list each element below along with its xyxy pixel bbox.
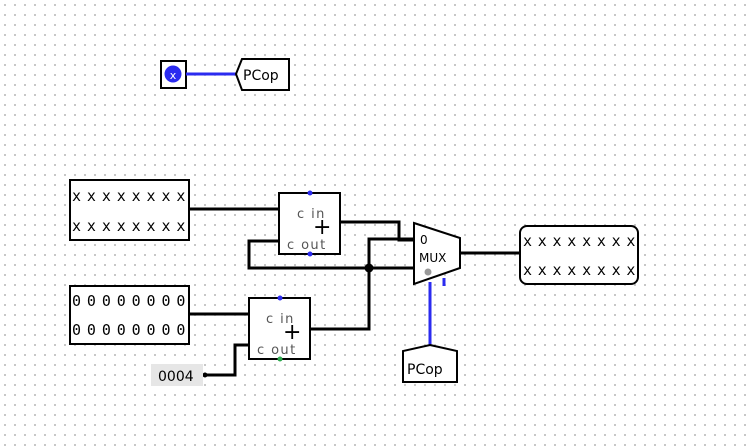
tunnel-pcop-top[interactable]: PCop bbox=[234, 58, 290, 91]
adder-top-cout-port[interactable] bbox=[307, 251, 313, 257]
mux-input0-label: 0 bbox=[420, 233, 428, 247]
multiplexer[interactable]: 0 MUX bbox=[413, 221, 461, 286]
wire-junction bbox=[364, 263, 374, 273]
adder-bottom-cin: c in bbox=[266, 312, 295, 327]
wires bbox=[189, 207, 520, 377]
adder-bottom-cout: c out bbox=[257, 343, 297, 358]
tunnel-bottom-label: PCop bbox=[407, 362, 443, 378]
register-zero[interactable]: 00000000 00000000 bbox=[69, 285, 190, 345]
pin-value: x bbox=[170, 69, 177, 82]
adder-top-cin-port[interactable] bbox=[307, 190, 313, 196]
adder-top-cin: c in bbox=[297, 207, 326, 222]
adder-top[interactable]: c in c out + bbox=[278, 190, 341, 257]
pin-state-indicator bbox=[164, 65, 182, 83]
constant-0004[interactable]: 0004 bbox=[151, 364, 203, 386]
wire-loop-to-mux[interactable] bbox=[247, 239, 414, 270]
adder-bottom[interactable]: c in c out + bbox=[248, 295, 311, 362]
wire-const-to-adder[interactable] bbox=[205, 343, 249, 377]
wire-adder-top-to-mux[interactable] bbox=[340, 220, 414, 242]
adder-bottom-cin-port[interactable] bbox=[277, 295, 283, 301]
adder-bottom-plus-icon: + bbox=[283, 320, 301, 345]
mux-label: MUX bbox=[419, 251, 446, 265]
adder-top-plus-icon: + bbox=[313, 215, 331, 240]
register-out[interactable]: xxxxxxxx xxxxxxxx bbox=[519, 225, 639, 285]
wire-adder-bottom-to-mux[interactable] bbox=[311, 237, 414, 331]
constant-value: 0004 bbox=[158, 369, 194, 385]
mux-enable-port[interactable] bbox=[424, 268, 432, 276]
register-pc[interactable]: xxxxxxxx xxxxxxxx bbox=[69, 179, 190, 241]
tunnel-pcop-bottom[interactable]: PCop bbox=[402, 343, 458, 383]
wire-junction-small bbox=[202, 372, 208, 378]
adder-bottom-cout-port[interactable] bbox=[277, 356, 283, 362]
input-pin[interactable]: x bbox=[160, 60, 187, 89]
adder-top-cout: c out bbox=[287, 238, 327, 253]
tunnel-label: PCop bbox=[243, 68, 279, 84]
